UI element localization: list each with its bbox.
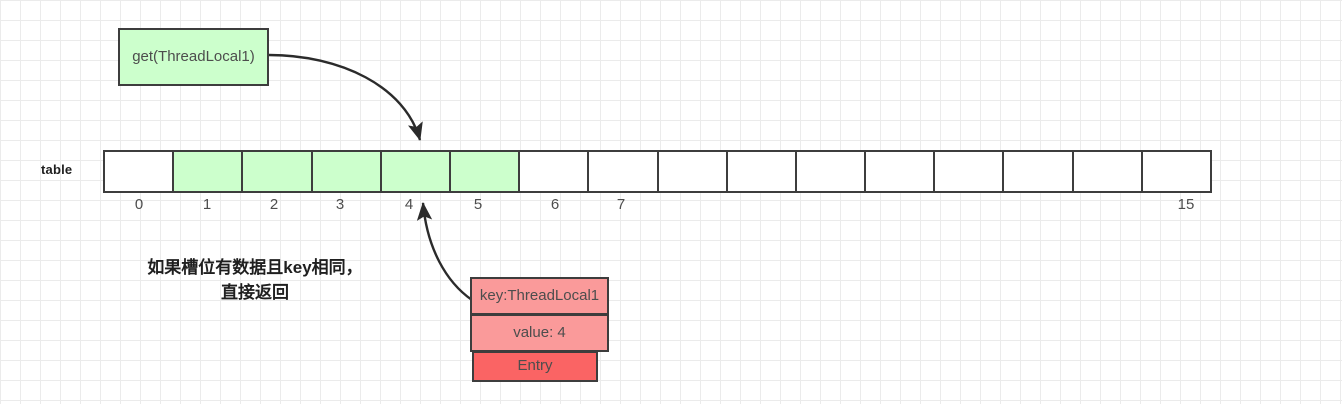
get-call-box[interactable]: get(ThreadLocal1) bbox=[118, 28, 269, 86]
table-index-label-1: 1 bbox=[202, 196, 212, 213]
table-cell-7[interactable] bbox=[587, 150, 659, 193]
note-line-2: 直接返回 bbox=[221, 282, 289, 302]
table-cell-5[interactable] bbox=[448, 150, 521, 193]
table-index-label-4: 4 bbox=[404, 196, 414, 213]
table-index-label-2: 2 bbox=[269, 196, 279, 213]
table-cell-6[interactable] bbox=[518, 150, 590, 193]
table-index-label-7: 7 bbox=[616, 196, 626, 213]
entry-key-label: key:ThreadLocal1 bbox=[479, 286, 600, 304]
table-cell-14[interactable] bbox=[1071, 150, 1143, 193]
table-row bbox=[103, 150, 1212, 193]
table-cell-9[interactable] bbox=[725, 150, 797, 193]
table-label: table bbox=[41, 162, 73, 177]
table-cell-0[interactable] bbox=[103, 150, 175, 193]
table-index-label-3: 3 bbox=[335, 196, 345, 213]
entry-key-box[interactable]: key:ThreadLocal1 bbox=[470, 277, 609, 315]
table-index-label-5: 5 bbox=[473, 196, 483, 213]
note-text: 如果槽位有数据且key相同， 直接返回 bbox=[110, 256, 400, 305]
arrow-call-to-slot bbox=[268, 53, 423, 141]
table-cell-15[interactable] bbox=[1140, 150, 1212, 193]
table-cell-12[interactable] bbox=[933, 150, 1005, 193]
table-cell-4[interactable] bbox=[379, 150, 451, 193]
table-cell-3[interactable] bbox=[310, 150, 382, 193]
table-cell-10[interactable] bbox=[794, 150, 867, 193]
entry-title-label: Entry bbox=[517, 357, 553, 375]
table-cell-13[interactable] bbox=[1002, 150, 1074, 193]
entry-value-label: value: 4 bbox=[513, 323, 566, 341]
table-cell-11[interactable] bbox=[864, 150, 936, 193]
entry-title-box[interactable]: Entry bbox=[472, 351, 598, 382]
table-index-label-0: 0 bbox=[134, 196, 144, 213]
table-cell-2[interactable] bbox=[241, 150, 313, 193]
table-cell-1[interactable] bbox=[172, 150, 244, 193]
table-index-label-15: 15 bbox=[1177, 196, 1195, 213]
table-cell-8[interactable] bbox=[656, 150, 728, 193]
entry-value-box[interactable]: value: 4 bbox=[470, 314, 609, 352]
table-index-label-6: 6 bbox=[550, 196, 560, 213]
get-call-label: get(ThreadLocal1) bbox=[132, 47, 255, 65]
note-line-1: 如果槽位有数据且key相同， bbox=[147, 258, 363, 277]
table-index-labels: 0 1 2 3 4 5 6 7 15 bbox=[0, 196, 1342, 220]
